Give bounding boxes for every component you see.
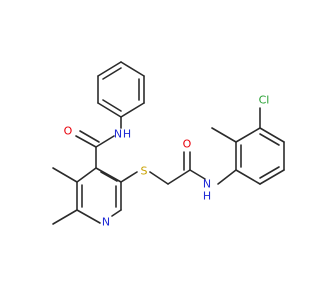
svg-text:Cl: Cl	[259, 94, 270, 107]
amide-nitrogen: N H	[114, 128, 131, 141]
anilide-nitrogen: N H	[203, 178, 211, 203]
thioether-sulfur: S	[141, 165, 148, 178]
svg-text:O: O	[183, 138, 192, 151]
chlorine-atom: Cl	[259, 94, 270, 107]
molecule-structure-diagram: O N H N S O N H Cl	[52, 61, 285, 229]
svg-text:N: N	[102, 216, 110, 229]
svg-text:H: H	[203, 190, 211, 203]
svg-text:H: H	[123, 128, 131, 141]
amide-group	[75, 116, 122, 169]
svg-text:N: N	[114, 128, 122, 141]
phenyl-ring	[97, 61, 145, 118]
carbonyl-oxygen: O	[183, 138, 192, 151]
thioacetamide-chain	[120, 151, 206, 185]
amide-oxygen: O	[64, 125, 73, 138]
svg-text:N: N	[203, 178, 211, 191]
pyridine-ring	[52, 167, 122, 225]
svg-text:O: O	[64, 125, 73, 138]
chloro-methyl-phenyl-ring	[211, 107, 285, 185]
pyridine-nitrogen: N	[102, 216, 110, 229]
svg-text:S: S	[141, 165, 148, 178]
